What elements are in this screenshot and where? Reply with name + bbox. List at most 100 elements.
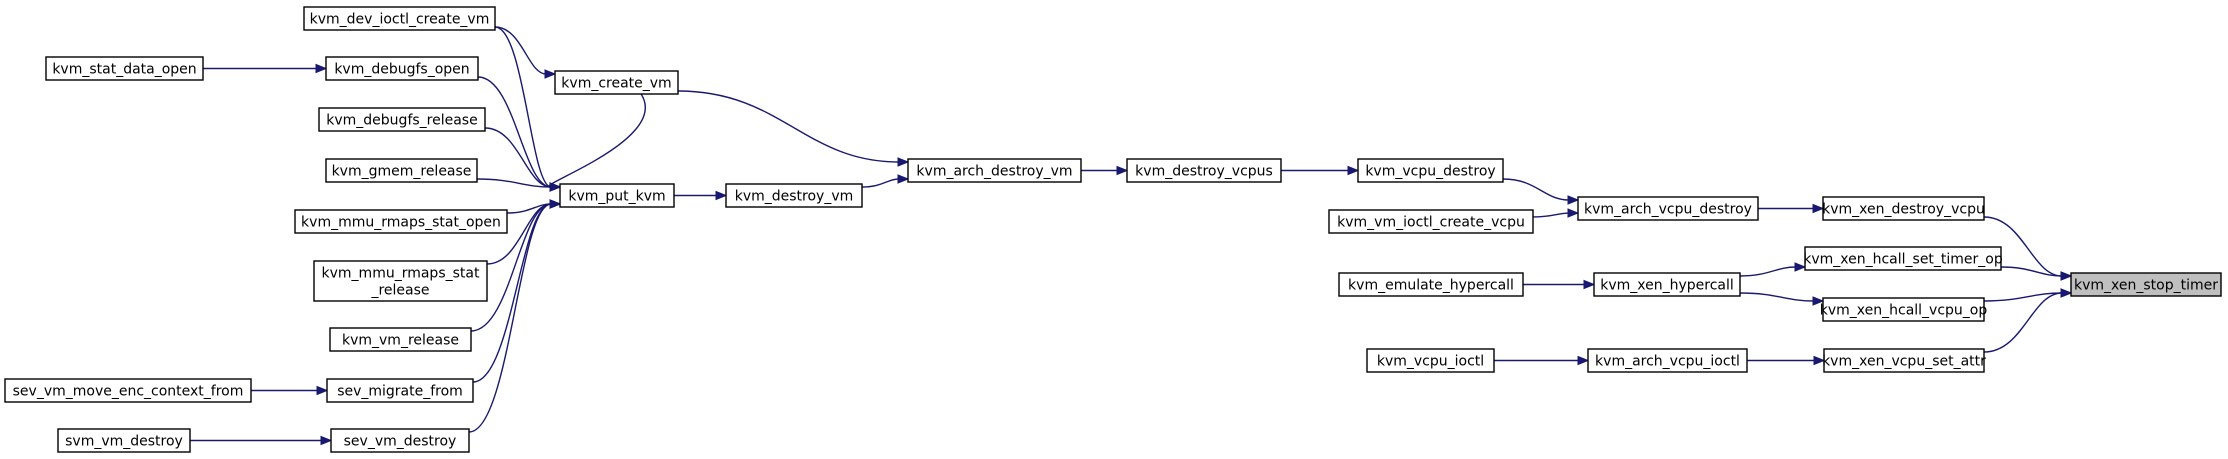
edge-line (477, 76, 552, 188)
node-vm-ioctl-create-vcpu[interactable]: kvm_vm_ioctl_create_vcpu (1328, 209, 1534, 234)
node-arch-vcpu-destroy[interactable]: kvm_arch_vcpu_destroy (1577, 196, 1759, 221)
node-box (1822, 297, 1985, 322)
edge-line (1739, 266, 1797, 277)
node-box (559, 183, 675, 208)
node-box (313, 260, 488, 302)
edge-xen-hypercall-to-vcpu-op (1739, 292, 1825, 306)
edge-vcpu-op-to-stop-timer (1983, 288, 2073, 302)
node-sev-vm-destroy[interactable]: sev_vm_destroy (330, 428, 470, 453)
node-box (294, 209, 508, 234)
node-box (1822, 196, 1985, 221)
edge-vcpu-destroy-to-arch-vcpu-destroy (1502, 178, 1580, 205)
node-box (1357, 158, 1504, 183)
edge-line (1983, 292, 2063, 302)
node-vcpu-ioctl[interactable]: kvm_vcpu_ioctl (1366, 348, 1495, 373)
node-label: kvm_mmu_rmaps_stat_open (301, 215, 501, 231)
node-box (303, 6, 496, 31)
node-box (325, 56, 479, 81)
node-destroy-vcpus[interactable]: kvm_destroy_vcpus (1126, 158, 1282, 183)
edge-line (476, 178, 552, 188)
node-stat-data-open[interactable]: kvm_stat_data_open (45, 56, 204, 81)
edge-vcpu-ioctl-to-arch-vcpu-ioctl (1494, 355, 1590, 366)
arrowhead-icon (1812, 203, 1825, 214)
node-label: _release (370, 283, 429, 299)
node-label: kvm_vm_release (342, 333, 459, 349)
edge-arch-vcpu-destroy-to-xen-destroy-vcpu (1757, 203, 1825, 214)
node-label: kvm_vcpu_destroy (1365, 164, 1495, 180)
node-stop-timer[interactable]: kvm_xen_stop_timer (2070, 272, 2222, 297)
node-box (1577, 196, 1759, 221)
node-debugfs-open[interactable]: kvm_debugfs_open (325, 56, 479, 81)
arrowhead-icon (549, 182, 562, 192)
node-box (907, 158, 1082, 183)
node-destroy-vm[interactable]: kvm_destroy_vm (725, 183, 863, 208)
node-xen-destroy-vcpu[interactable]: kvm_xen_destroy_vcpu (1822, 196, 1985, 221)
node-label: kvm_xen_hcall_vcpu_op (1820, 303, 1988, 319)
edge-stat-data-open-to-debugfs-open (202, 63, 328, 74)
arrowhead-icon (1583, 279, 1596, 290)
edge-sev-vm-destroy-to-put-kvm (468, 199, 562, 433)
arrowhead-icon (544, 69, 557, 79)
node-label: sev_migrate_from (337, 384, 463, 400)
node-box (1823, 348, 1985, 373)
node-debugfs-release[interactable]: kvm_debugfs_release (318, 107, 486, 132)
node-sev-migrate-from[interactable]: sev_migrate_from (326, 378, 474, 403)
node-emulate-hypercall[interactable]: kvm_emulate_hypercall (1338, 272, 1524, 297)
node-arch-vcpu-ioctl[interactable]: kvm_arch_vcpu_ioctl (1587, 348, 1748, 373)
node-box (1338, 272, 1524, 297)
node-label: sev_vm_destroy (344, 434, 457, 450)
node-xen-hypercall[interactable]: kvm_xen_hypercall (1593, 272, 1741, 297)
node-label: sev_vm_move_enc_context_from (13, 384, 244, 400)
edge-svm-vm-destroy-to-sev-vm-destroy (190, 435, 333, 446)
node-move-enc-context-from[interactable]: sev_vm_move_enc_context_from (4, 378, 252, 403)
node-mmu-rmaps-stat-open[interactable]: kvm_mmu_rmaps_stat_open (294, 209, 508, 234)
node-label: kvm_xen_vcpu_set_attr (1822, 354, 1986, 370)
node-label: kvm_xen_hypercall (1600, 278, 1734, 294)
edge-put-kvm-to-destroy-vm (674, 190, 728, 201)
node-box (1593, 272, 1741, 297)
node-mmu-rmaps-stat-release[interactable]: kvm_mmu_rmaps_stat_release (313, 260, 488, 302)
node-label: kvm_emulate_hypercall (1348, 278, 1514, 294)
arrowhead-icon (1347, 165, 1360, 176)
node-box (1366, 348, 1495, 373)
node-box (325, 158, 478, 183)
node-svm-vm-destroy[interactable]: svm_vm_destroy (57, 428, 191, 453)
edge-line (548, 93, 646, 188)
node-put-kvm[interactable]: kvm_put_kvm (559, 183, 675, 208)
edge-line (1502, 178, 1570, 201)
edge-xen-hypercall-to-set-timer-op (1739, 262, 1807, 277)
node-box (1587, 348, 1748, 373)
node-label: kvm_arch_vcpu_ioctl (1595, 354, 1740, 370)
node-set-attr[interactable]: kvm_xen_vcpu_set_attr (1822, 348, 1986, 373)
node-box (326, 378, 474, 403)
edge-line (1983, 216, 2063, 277)
edge-set-attr-to-stop-timer (1983, 288, 2073, 353)
edge-debugfs-release-to-put-kvm (484, 127, 562, 192)
edge-line (494, 26, 547, 75)
edge-line (470, 203, 552, 332)
node-label: kvm_xen_destroy_vcpu (1822, 202, 1985, 218)
edge-debugfs-open-to-put-kvm (477, 76, 562, 192)
node-gmem-release[interactable]: kvm_gmem_release (325, 158, 478, 183)
arrowhead-icon (897, 157, 910, 167)
edge-dev-ioctl-create-vm-to-create-vm (494, 26, 557, 79)
node-label: svm_vm_destroy (65, 434, 183, 450)
node-box (57, 428, 191, 453)
node-vcpu-destroy[interactable]: kvm_vcpu_destroy (1357, 158, 1504, 183)
node-box (2070, 272, 2222, 297)
node-vcpu-op[interactable]: kvm_xen_hcall_vcpu_op (1820, 297, 1988, 322)
edge-set-timer-op-to-stop-timer (2000, 266, 2073, 281)
node-set-timer-op[interactable]: kvm_xen_hcall_set_timer_op (1803, 246, 2003, 271)
edge-line (1983, 292, 2063, 353)
node-box (330, 428, 470, 453)
node-box (1328, 209, 1534, 234)
node-arch-destroy-vm[interactable]: kvm_arch_destroy_vm (907, 158, 1082, 183)
edge-layer (190, 26, 2073, 446)
node-dev-ioctl-create-vm[interactable]: kvm_dev_ioctl_create_vm (303, 6, 496, 31)
edge-vm-ioctl-create-vcpu-to-arch-vcpu-destroy (1532, 208, 1580, 218)
node-box (4, 378, 252, 403)
node-create-vm[interactable]: kvm_create_vm (554, 70, 679, 95)
edge-create-vm-to-arch-destroy-vm (677, 90, 910, 167)
node-vm-release[interactable]: kvm_vm_release (329, 327, 472, 352)
edge-line (1532, 212, 1570, 218)
